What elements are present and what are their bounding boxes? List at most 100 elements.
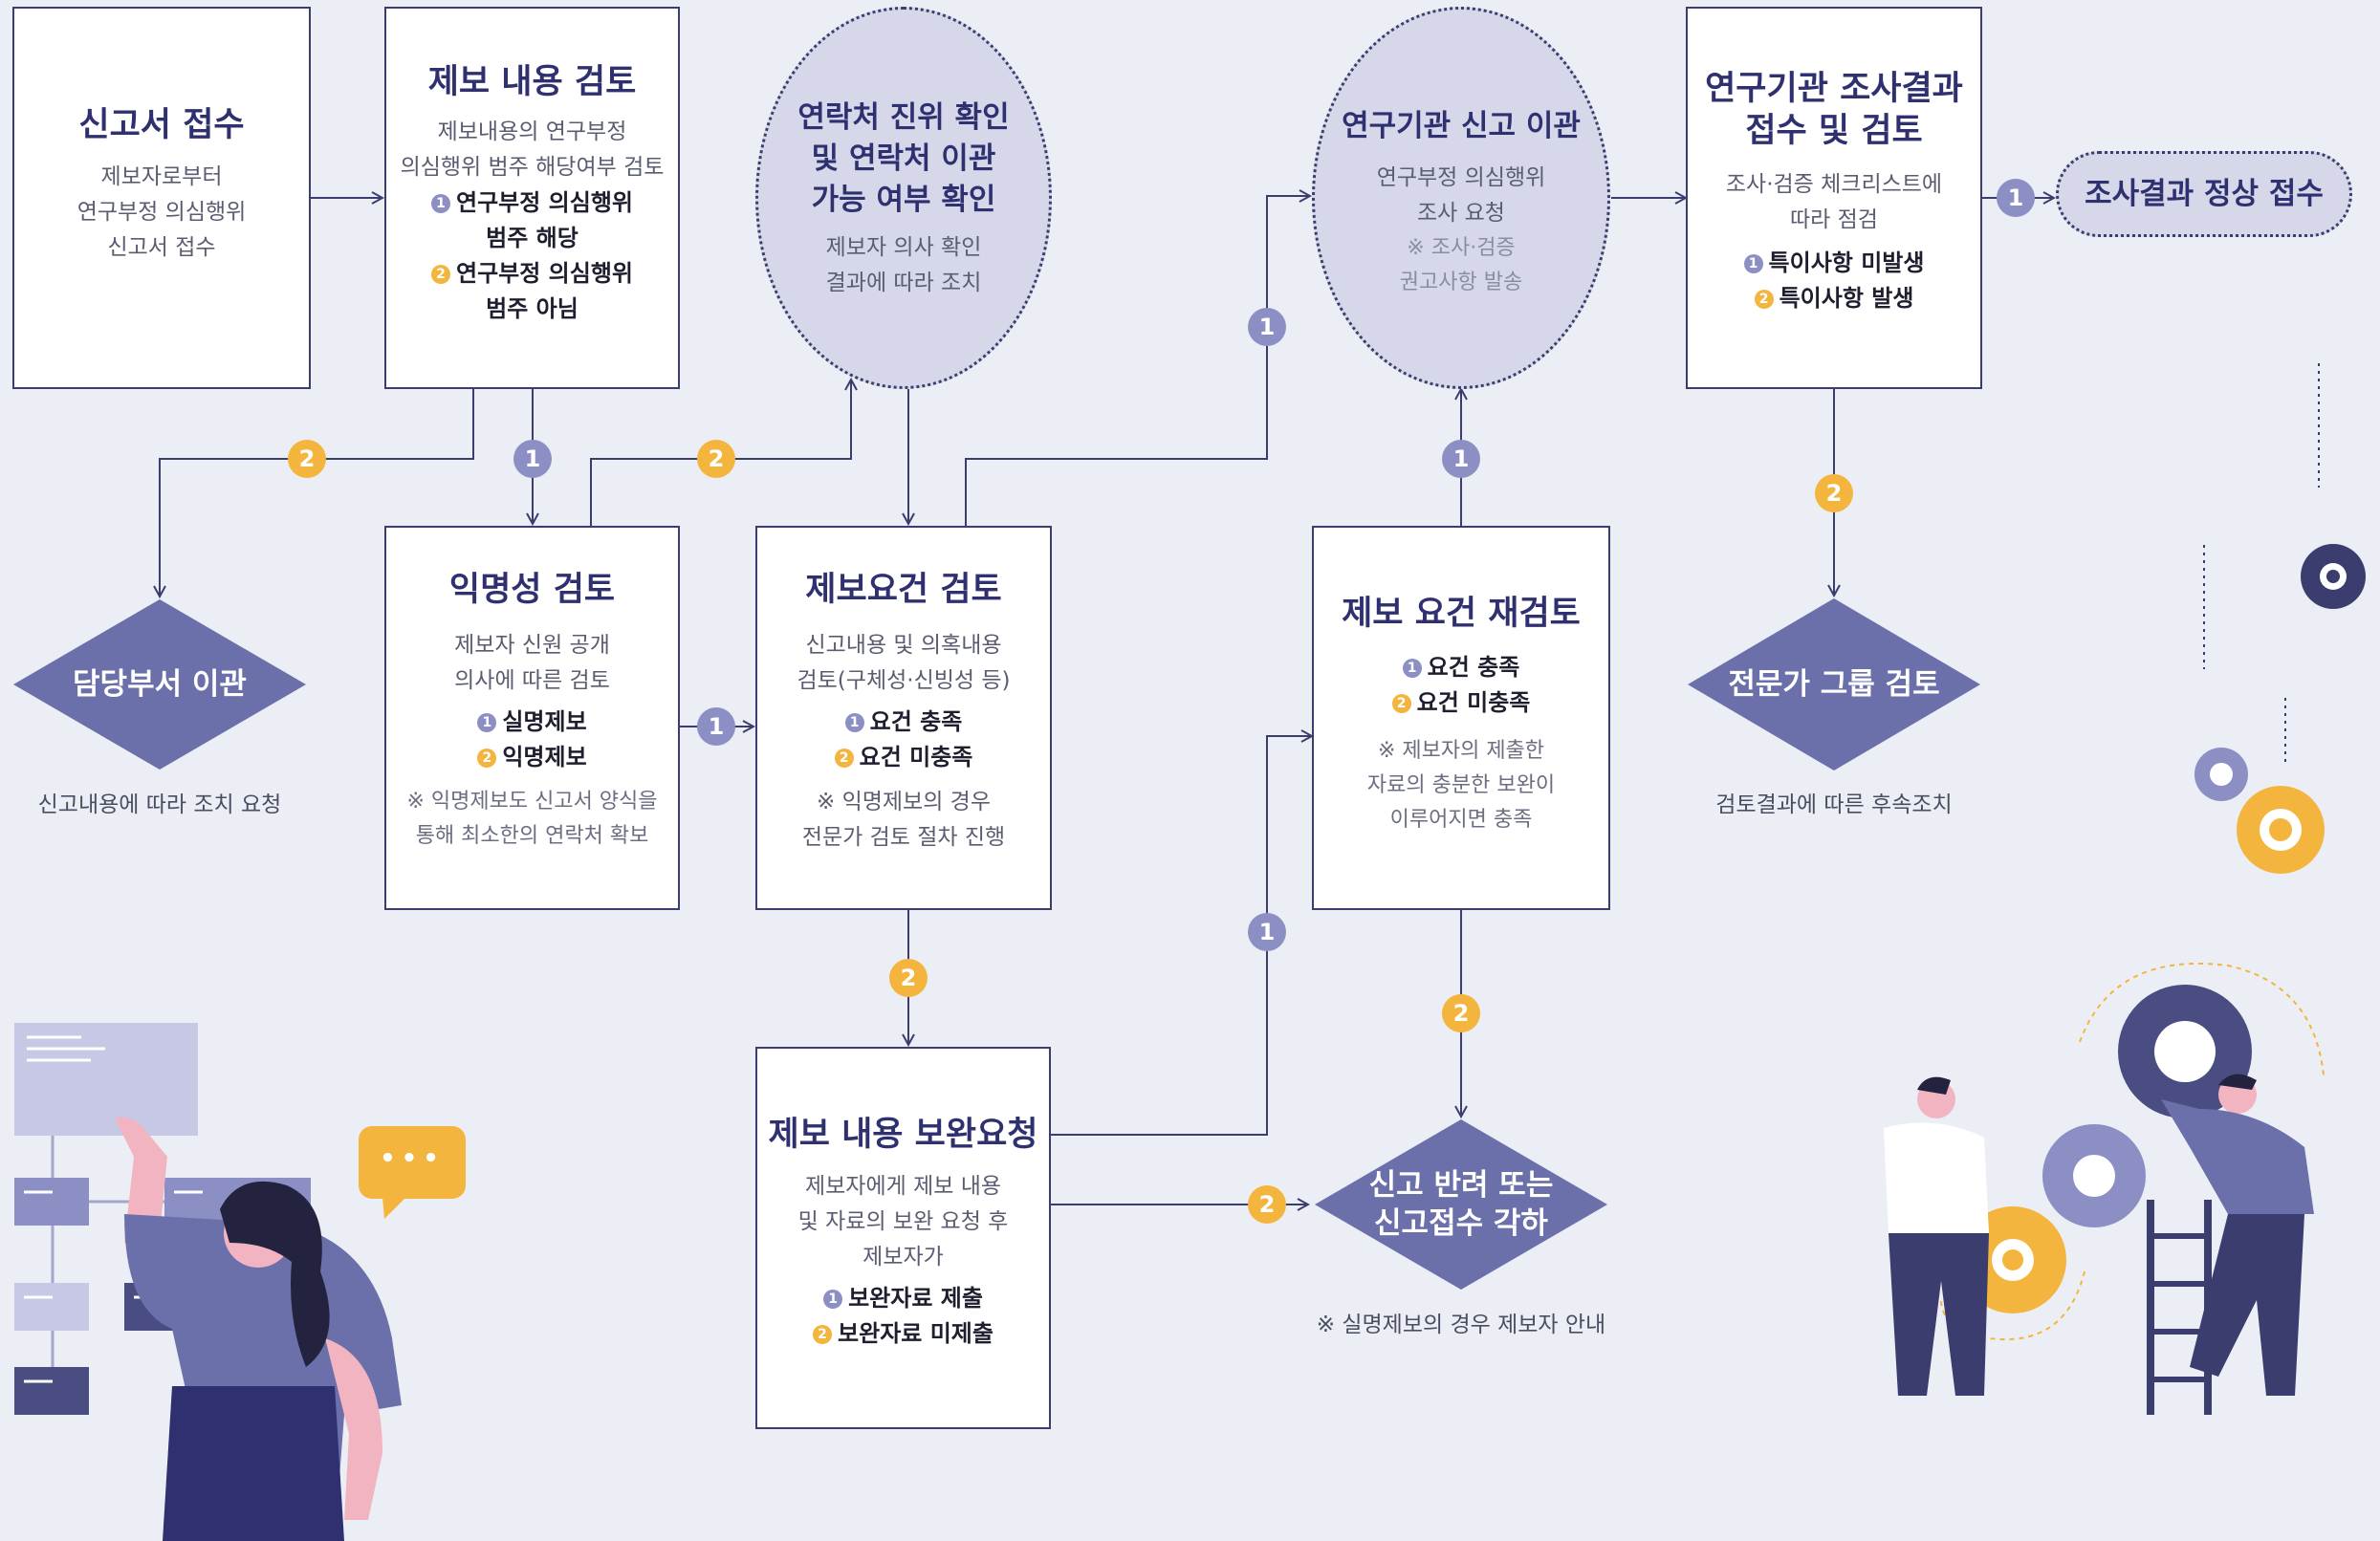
option-2-text: 특이사항 발생 [1779, 285, 1914, 312]
box-report-receipt: 신고서 접수 제보자로부터 연구부정 의심행위 신고서 접수 [12, 7, 311, 389]
option-1-icon: 1 [1402, 659, 1422, 678]
expert-caption: 검토결과에 따른 후속조치 [1715, 792, 1953, 817]
option-2-cont: 범주 아님 [486, 295, 579, 322]
option-2: 2 익명제보 [386, 740, 678, 775]
option-2-icon: 2 [1754, 290, 1774, 309]
box-supplement-request: 제보 내용 보완요청 제보자에게 제보 내용 및 자료의 보완 요청 후 제보자… [755, 1047, 1051, 1429]
box-title: 제보요건 검토 [805, 571, 1002, 609]
oval-institution-transfer: 연구기관 신고 이관 연구부정 의심행위 조사 요청 ※ 조사·검증 권고사항 … [1312, 7, 1610, 389]
option-1-text: 실명제보 [502, 708, 587, 735]
box-desc-line: 의심행위 범주 해당여부 검토 [400, 155, 665, 180]
box-title-line: 접수 및 검토 [1745, 112, 1923, 150]
option-1-icon: 1 [823, 1290, 843, 1309]
box-desc-line: 연구부정 의심행위 [76, 200, 247, 225]
box-desc-line: 신고내용 및 의혹내용 [805, 633, 1002, 658]
box-desc-line: 및 자료의 보완 요청 후 [797, 1209, 1009, 1234]
box-desc-line: 제보내용의 연구부정 [437, 119, 627, 144]
box-requirements-review: 제보요건 검토 신고내용 및 의혹내용 검토(구체성·신빙성 등) 1 요건 충족… [755, 526, 1052, 910]
badge-1: 1 [513, 440, 552, 478]
diamond-reject-line: 신고접수 각하 [1374, 1206, 1548, 1241]
option-1-cont: 범주 해당 [486, 225, 579, 251]
option-1-icon: 1 [844, 713, 864, 732]
option-1-text: 보완자료 제출 [848, 1285, 983, 1312]
box-title-line: 연구기관 조사결과 [1705, 70, 1963, 108]
oval-title-line: 및 연락처 이관 [811, 141, 996, 176]
box-note-line: 통해 최소한의 연락처 확보 [415, 824, 649, 848]
option-1: 1 요건 충족 [1314, 650, 1608, 685]
diamond-dept-transfer-label: 담당부서 이관 [73, 667, 247, 702]
option-2-icon: 2 [813, 1325, 833, 1344]
option-2: 2 연구부정 의심행위 [386, 256, 678, 292]
oval-desc-line: 연구부정 의심행위 [1376, 165, 1546, 190]
box-desc-line: 제보자 신원 공개 [454, 633, 610, 658]
option-2-text: 익명제보 [502, 744, 587, 770]
box-desc-line: 제보자가 [862, 1245, 944, 1270]
box-desc-line: 신고서 접수 [107, 235, 216, 260]
option-1: 1 실명제보 [386, 705, 678, 740]
box-note-line: 이루어지면 충족 [1389, 808, 1533, 832]
badge-1: 1 [1248, 913, 1286, 951]
box-note-line: ※ 익명제보의 경우 [816, 790, 991, 814]
badge-2: 2 [1815, 474, 1853, 512]
box-institution-result: 연구기관 조사결과 접수 및 검토 조사·검증 체크리스트에 따라 점검 1 특이… [1686, 7, 1982, 389]
speech-bubble-dots: ••• [380, 1144, 445, 1173]
box-note-line: 자료의 충분한 보완이 [1366, 773, 1556, 797]
pill-normal-receipt: 조사결과 정상 접수 [2056, 151, 2352, 237]
box-note-line: ※ 익명제보도 신고서 양식을 [406, 790, 658, 814]
option-2-icon: 2 [477, 749, 497, 768]
oval-title: 연구기관 신고 이관 [1342, 109, 1581, 143]
oval-desc-line: 제보자 의사 확인 [825, 235, 982, 260]
box-desc-line: 제보자로부터 [100, 164, 223, 189]
option-1: 1 보완자료 제출 [757, 1281, 1049, 1316]
option-1-text: 요건 충족 [1427, 654, 1520, 681]
box-title: 신고서 접수 [78, 106, 245, 144]
box-desc-line: 조사·검증 체크리스트에 [1725, 172, 1943, 197]
diamond-reject-line: 신고 반려 또는 [1368, 1168, 1554, 1203]
badge-2: 2 [1248, 1185, 1286, 1224]
oval-title-line: 가능 여부 확인 [811, 183, 996, 217]
man-right-illustration [2161, 1074, 2314, 1396]
option-2-line: 연구부정 의심행위 [456, 260, 633, 287]
box-desc-line: 따라 점검 [1790, 207, 1878, 232]
oval-title-line: 연락처 진위 확인 [797, 100, 1010, 135]
badge-1: 1 [697, 707, 735, 746]
option-1-icon: 1 [1743, 254, 1763, 273]
badge-1: 1 [1442, 440, 1480, 478]
oval-note-line: 권고사항 발송 [1399, 271, 1523, 294]
oval-note-line: ※ 조사·검증 [1407, 236, 1516, 260]
option-1: 1 요건 충족 [757, 705, 1050, 740]
ladder-illustration [2147, 1200, 2212, 1415]
option-1-icon: 1 [431, 194, 450, 213]
oval-contact-check: 연락처 진위 확인 및 연락처 이관 가능 여부 확인 제보자 의사 확인 결과… [755, 7, 1052, 389]
man-left-illustration [1884, 1076, 1989, 1396]
option-2-icon: 2 [431, 265, 450, 284]
option-1-text: 특이사항 미발생 [1768, 250, 1925, 276]
badge-2: 2 [889, 959, 928, 997]
box-note-line: 전문가 검토 절차 진행 [801, 825, 1006, 850]
badge-2: 2 [697, 440, 735, 478]
badge-2: 2 [1442, 994, 1480, 1032]
box-desc-line: 검토(구체성·신빙성 등) [797, 668, 1011, 693]
oval-desc-line: 결과에 따라 조치 [825, 271, 982, 295]
badge-2: 2 [288, 440, 326, 478]
pill-title: 조사결과 정상 접수 [2085, 177, 2324, 211]
option-2-icon: 2 [834, 749, 854, 768]
box-title: 제보 요건 재검토 [1342, 595, 1581, 633]
diamond-dept-transfer [13, 599, 306, 770]
option-2-text: 요건 미충족 [1416, 689, 1531, 716]
option-2: 2 특이사항 발생 [1688, 281, 1980, 316]
box-title: 익명성 검토 [448, 571, 616, 609]
badge-1: 1 [1997, 179, 2035, 217]
option-1-icon: 1 [477, 713, 497, 732]
option-1-text: 요건 충족 [869, 708, 963, 735]
